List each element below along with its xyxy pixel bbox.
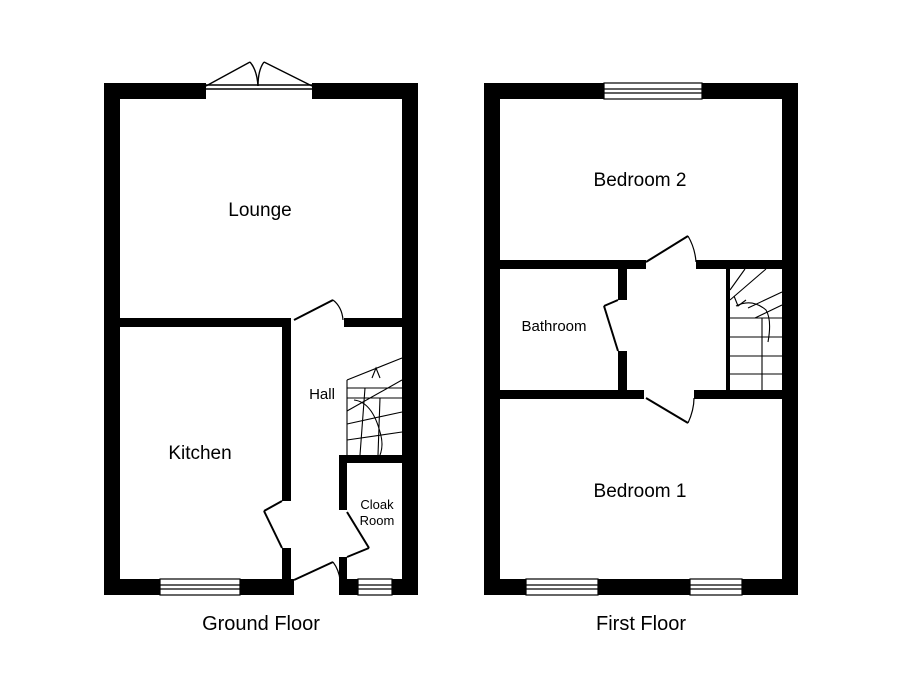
room-label-bedroom-1: Bedroom 1 — [594, 481, 687, 502]
floor-label-first: First Floor — [596, 613, 686, 635]
first-floor-interior-walls — [484, 260, 798, 399]
floor-label-ground: Ground Floor — [202, 613, 320, 635]
ground-floor-stairs — [346, 357, 403, 456]
bedroom-2-window — [603, 82, 703, 100]
ground-floor-interior-walls — [104, 318, 418, 595]
room-label-lounge: Lounge — [228, 200, 291, 221]
room-label-bedroom-2: Bedroom 2 — [594, 170, 687, 191]
bedroom-1-window-right — [689, 578, 743, 596]
first-floor-doors — [603, 235, 697, 424]
room-label-cloak-room-line2: Room — [360, 513, 395, 528]
room-label-hall: Hall — [309, 386, 335, 403]
first-floor-stairs — [729, 268, 783, 390]
room-label-kitchen: Kitchen — [168, 443, 231, 464]
cloak-room-window — [357, 578, 393, 596]
kitchen-window — [159, 578, 241, 596]
lounge-french-doors — [205, 61, 313, 90]
first-floor-plan: Bedroom 2 Bathroom Bedroom 1 First Floor — [484, 82, 798, 635]
bedroom-1-window-left — [525, 578, 599, 596]
room-label-bathroom: Bathroom — [521, 318, 586, 335]
ground-floor-doors — [263, 299, 370, 581]
ground-floor-plan: Lounge Kitchen Hall Cloak Room Ground Fl… — [104, 61, 418, 635]
room-label-cloak-room-line1: Cloak — [360, 497, 394, 512]
first-floor-outer-walls — [484, 83, 798, 595]
